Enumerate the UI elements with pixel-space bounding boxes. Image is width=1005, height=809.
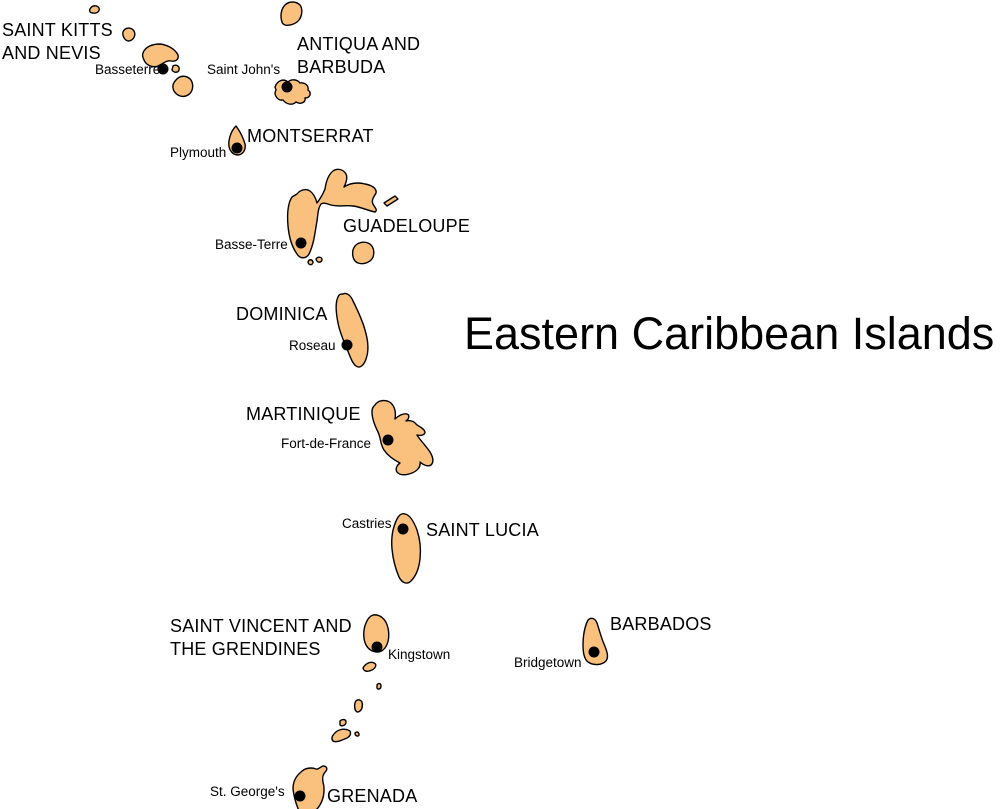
capital-label-saint-johns: Saint John's — [207, 62, 281, 77]
islet-bequia-icon — [362, 661, 377, 673]
islet-saint-kitts-se-icon — [171, 64, 180, 73]
capital-dot-saint-johns-icon — [281, 81, 293, 93]
island-la-desirade-icon — [383, 195, 399, 207]
country-label-saint-kitts-and-nevis: SAINT KITTS AND NEVIS — [2, 20, 113, 63]
island-grenada-icon — [292, 765, 328, 809]
country-label-barbados: BARBADOS — [610, 614, 712, 634]
country-label-grenada: GRENADA — [327, 786, 418, 806]
capital-dot-castries-icon — [397, 523, 409, 535]
country-label-saint-lucia: SAINT LUCIA — [426, 520, 539, 540]
islet-grenadine-2-icon — [376, 682, 382, 690]
island-antigua-icon — [274, 79, 311, 105]
capital-label-bridgetown: Bridgetown — [514, 655, 582, 670]
capital-label-roseau: Roseau — [289, 338, 336, 353]
island-dominica-icon — [335, 292, 369, 368]
country-label-martinique: MARTINIQUE — [246, 404, 361, 424]
country-label-dominica: DOMINICA — [236, 304, 328, 324]
islet-grenadine-4-icon — [339, 718, 347, 727]
country-label-guadeloupe: GUADELOUPE — [343, 216, 471, 236]
island-guadeloupe-icon — [286, 168, 377, 259]
island-saint-lucia-icon — [391, 513, 422, 584]
island-barbados-icon — [582, 617, 609, 666]
islet-les-saintes-west-icon — [307, 259, 314, 266]
island-martinique-icon — [371, 399, 434, 476]
islet-northwest-icon — [88, 5, 100, 14]
island-saint-kitts-icon — [141, 43, 179, 68]
island-nevis-icon — [172, 75, 194, 98]
capital-dot-st-georges-icon — [294, 790, 306, 802]
capital-dot-roseau-icon — [341, 339, 353, 351]
capital-label-st-georges: St. George's — [210, 784, 285, 799]
capital-dot-fort-de-france-icon — [382, 434, 394, 446]
island-st-eustatius-icon — [122, 27, 136, 42]
capital-label-fort-de-france: Fort-de-France — [281, 436, 372, 451]
islet-les-saintes-east-icon — [315, 256, 323, 263]
island-marie-galante-icon — [351, 241, 375, 265]
islet-union-icon — [331, 728, 352, 743]
capital-dot-bridgetown-icon — [588, 646, 600, 658]
country-label-antiqua-and-barbuda: ANTIQUA AND BARBUDA — [297, 34, 421, 77]
islet-union-east-icon — [354, 731, 360, 737]
island-barbuda-icon — [280, 1, 303, 26]
capital-label-basse-terre: Basse-Terre — [215, 237, 288, 252]
capital-dot-basse-terre-icon — [295, 237, 307, 249]
capital-label-basseterre: Basseterre — [95, 62, 161, 77]
capital-label-plymouth: Plymouth — [170, 145, 227, 160]
country-label-saint-vincent: SAINT VINCENT AND THE GRENDINES — [170, 616, 352, 659]
capital-dot-basseterre-icon — [157, 63, 169, 75]
country-label-montserrat: MONTSERRAT — [247, 126, 374, 146]
islet-mustique-icon — [353, 699, 364, 713]
capital-dot-kingstown-icon — [371, 641, 383, 653]
capital-label-kingstown: Kingstown — [388, 647, 451, 662]
map-title: Eastern Caribbean Islands — [464, 308, 995, 359]
capital-dot-plymouth-icon — [231, 142, 243, 154]
capital-label-castries: Castries — [342, 516, 392, 531]
